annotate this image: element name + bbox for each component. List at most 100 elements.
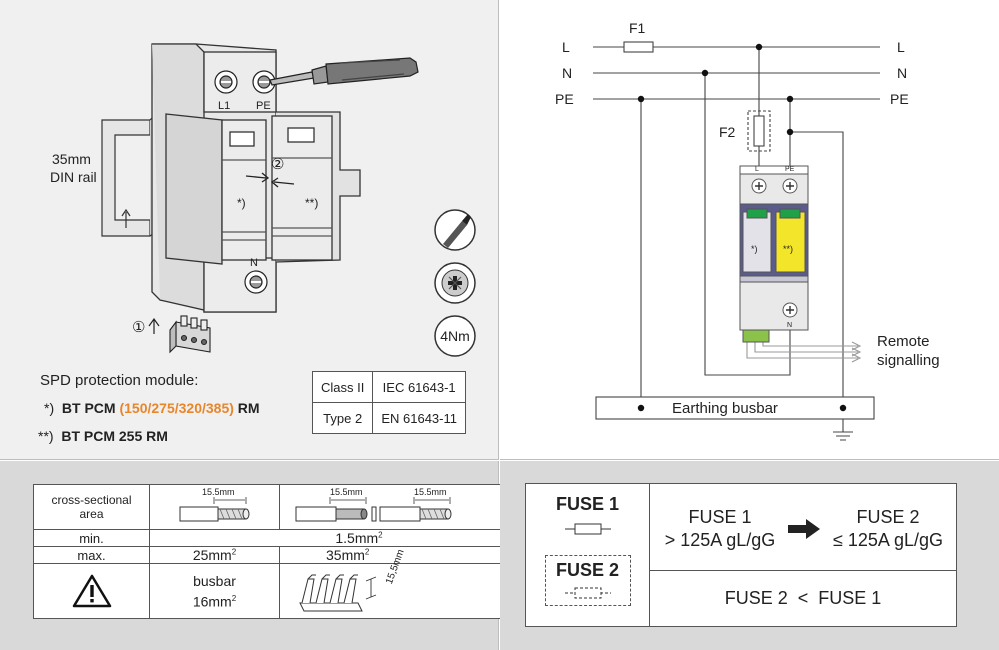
busbar-size: 16mm2	[150, 590, 279, 611]
stranded-wire-icons	[295, 497, 452, 522]
installation-drawing	[101, 43, 476, 357]
warning-cell	[33, 563, 150, 619]
step-2-marker: ②	[271, 156, 285, 173]
strip-length-2: 15.5mm	[330, 487, 363, 497]
module-mark-1: *)	[237, 196, 246, 210]
fuse-f1	[623, 41, 654, 53]
min-unit-sup: 2	[378, 530, 383, 540]
remote-label-1: Remote	[877, 333, 930, 350]
spd-heading: SPD protection module:	[40, 372, 199, 389]
class-label: Class II	[311, 371, 374, 403]
label-f1: F1	[629, 20, 646, 36]
rule-fuse-1-value: > 125A gL/gG	[664, 530, 776, 550]
classification-row: Class II IEC 61643-1	[311, 371, 466, 403]
din-rail	[101, 110, 159, 237]
label-n-right: N	[897, 65, 908, 81]
spd-line-1-model: BT PCM	[61, 400, 116, 416]
signalling-plug	[169, 315, 211, 354]
fuse-2-legend-box: FUSE 2	[544, 555, 631, 606]
wiring-row-busbar: busbar 16mm2 15,5mm	[33, 548, 569, 619]
insert-arrow-right	[270, 177, 295, 188]
max-value-1-cell: 25mm2	[149, 546, 280, 564]
rule-fuse-1: FUSE 1 > 125A gL/gG	[650, 506, 790, 552]
wiring-row-cross-section: cross-sectional area 15.5mm	[33, 484, 569, 530]
spd-module-1	[165, 113, 267, 265]
arrow-right-icon	[788, 519, 820, 539]
strip-length-1: 15.5mm	[202, 487, 235, 497]
device-mark-1: *)	[751, 244, 758, 254]
spd-module-2	[271, 115, 333, 261]
terminal-screw-n	[244, 270, 268, 294]
strip-length-3: 15.5mm	[414, 487, 447, 497]
fuse-row-rule: FUSE 1 FUSE 2 FUSE 1 > 125A gL/gG	[525, 483, 958, 627]
device-label-pe: PE	[785, 166, 795, 173]
max-value-1: 25mm	[192, 547, 232, 563]
rule-fuse-2: FUSE 2 ≤ 125A gL/gG	[818, 506, 958, 552]
fuse-2-symbol	[564, 587, 611, 599]
spd-line-1-suffix: RM	[237, 400, 260, 416]
busbar-label: busbar	[193, 572, 236, 589]
wiring-row-max: max. 25mm2 35mm2	[33, 546, 569, 564]
torque-label: 4Nm	[440, 328, 470, 344]
screwdriver	[269, 57, 419, 86]
terminal-label-pe: PE	[256, 100, 271, 112]
classification-table: Class II IEC 61643-1 Type 2 EN 61643-11	[311, 371, 466, 434]
remote-label-2: signalling	[877, 352, 940, 369]
class-standard: IEC 61643-1	[372, 371, 466, 403]
max-2-unit-sup: 2	[364, 547, 370, 557]
spd-line-2-model: BT PCM 255 RM	[61, 428, 168, 444]
device-label-l: L	[755, 166, 759, 173]
insert-arrow-left	[245, 172, 270, 183]
fuse-1-symbol	[564, 523, 611, 535]
busbar-label: Earthing busbar	[672, 400, 778, 417]
type-label: Type 2	[311, 402, 374, 434]
min-label: min.	[33, 529, 150, 547]
fuse-rule-cell: FUSE 1 > 125A gL/gG FUSE 2 ≤ 125A gL/gG	[649, 483, 958, 571]
label-pe-left: PE	[555, 91, 574, 107]
module-mark-2: **)	[305, 196, 319, 210]
schematic-drawing	[593, 41, 880, 441]
wiring-table: cross-sectional area 15.5mm	[33, 484, 569, 619]
label-pe-right: PE	[890, 91, 909, 107]
fuse-f2-frame	[747, 110, 771, 152]
pe-to-busbar	[790, 131, 844, 408]
fuse-f2	[753, 115, 765, 147]
type-standard: EN 61643-11	[372, 402, 466, 434]
din-rail-label: DIN rail	[50, 169, 97, 185]
din-rail-label-size: 35mm	[52, 151, 91, 167]
busbar-cell: busbar 16mm2	[149, 563, 280, 619]
screwdriver-pozidriv-icon	[434, 262, 476, 304]
warning-icon	[72, 574, 111, 608]
busbar-comb-icon	[299, 574, 377, 612]
max-label: max.	[33, 546, 150, 564]
wiring-row-min: min. 1.5mm2	[33, 529, 569, 547]
classification-row: Type 2 EN 61643-11	[311, 402, 466, 434]
rule-fuse-2-value: ≤ 125A gL/gG	[833, 530, 943, 550]
installation-panel: 35mm DIN rail L1 PE N ② ① *) **) 4Nm SPD…	[0, 0, 499, 460]
fuse-legend-cell: FUSE 1 FUSE 2	[525, 483, 650, 627]
signalling-leads	[746, 342, 858, 359]
label-l-left: L	[562, 39, 570, 55]
max-value-2: 35mm	[326, 547, 365, 563]
device-label-n: N	[787, 322, 793, 329]
terminal-screw-l1	[214, 70, 238, 94]
rule-fuse-2-name: FUSE 2	[856, 507, 920, 527]
max-1-unit-sup: 2	[231, 547, 237, 557]
spd-line-2-prefix: **)	[38, 428, 54, 444]
spd-line-1: *) BT PCM (150/275/320/385) RM	[44, 400, 260, 416]
fuse-1-legend: FUSE 1	[555, 494, 620, 514]
cross-section-label: cross-sectional area	[33, 484, 150, 530]
min-value: 1.5mm	[335, 530, 379, 546]
terminal-label-n: N	[250, 257, 258, 269]
spd-device	[739, 165, 809, 343]
earthing-busbar	[595, 396, 875, 420]
spd-line-1-prefix: *)	[44, 400, 55, 416]
spd-line-1-variants: (150/275/320/385)	[119, 400, 234, 416]
fuse-2-legend: FUSE 2	[555, 560, 620, 580]
label-l-right: L	[897, 39, 905, 55]
junction-dots	[637, 43, 847, 412]
label-n-left: N	[562, 65, 573, 81]
rail-arrow	[121, 208, 131, 228]
busbar-unit-sup: 2	[231, 593, 237, 603]
step-1-marker: ①	[132, 319, 146, 336]
